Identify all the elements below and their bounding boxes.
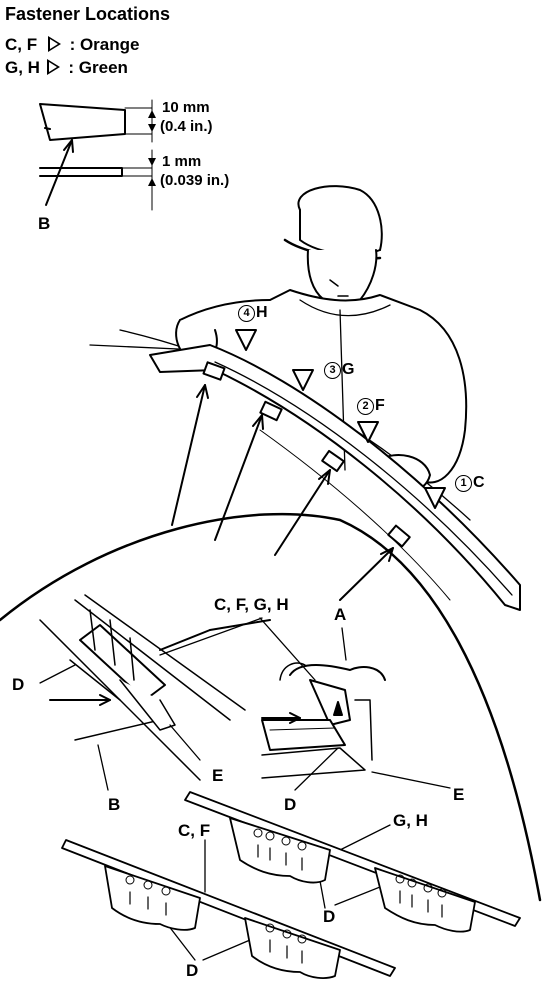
measure-thickness-mm: 10 mm [162, 99, 210, 116]
legend-codes-gh: G, H [5, 58, 40, 77]
label-d-strip1: D [323, 907, 336, 926]
step-number-circle-icon: 3 [324, 362, 341, 379]
callout-letter: F [375, 397, 385, 414]
center-section-detail [261, 662, 386, 779]
step-number-circle-icon: 4 [238, 305, 255, 322]
fastener-strip-gh [184, 791, 521, 933]
measure-thickness-in: (0.4 in.) [160, 118, 213, 135]
technician-figure [175, 185, 468, 493]
page-title: Fastener Locations [5, 4, 171, 24]
legend-color-gh: : Green [68, 58, 128, 77]
callout-letter: H [256, 304, 268, 321]
label-d-left: D [12, 675, 25, 694]
label-gh: G, H [393, 811, 428, 830]
triangle-marker-icon [47, 36, 61, 52]
label-d-mid: D [284, 795, 297, 814]
label-e-left: E [212, 766, 224, 785]
measure-lip-mm: 1 mm [162, 153, 202, 170]
molding-strip [149, 344, 521, 611]
step-number-circle-icon: 2 [357, 398, 374, 415]
legend-row-cf: C, F : Orange [5, 34, 139, 53]
callout-triangles [235, 329, 446, 509]
left-section-detail [39, 594, 271, 781]
label-cfgh: C, F, G, H [214, 595, 289, 614]
label-cf: C, F [178, 821, 211, 840]
legend-row-gh: G, H : Green [5, 57, 128, 76]
measure-lip-in: (0.039 in.) [160, 172, 230, 189]
step-number-circle-icon: 1 [455, 475, 472, 492]
label-d-strip2: D [186, 961, 199, 980]
label-a: A [334, 605, 347, 624]
label-b-bottom: B [108, 795, 121, 814]
triangle-marker-icon [46, 59, 60, 75]
molding-profile-detail [39, 99, 156, 211]
label-e-right: E [453, 785, 465, 804]
install-arrows [171, 384, 394, 601]
callout-letter: G [342, 361, 355, 378]
legend-codes-cf: C, F [5, 35, 38, 54]
legend-color-cf: : Orange [69, 35, 140, 54]
fastener-strip-cf [61, 839, 396, 979]
callout-letter: C [473, 474, 485, 491]
label-b-top: B [38, 214, 51, 233]
